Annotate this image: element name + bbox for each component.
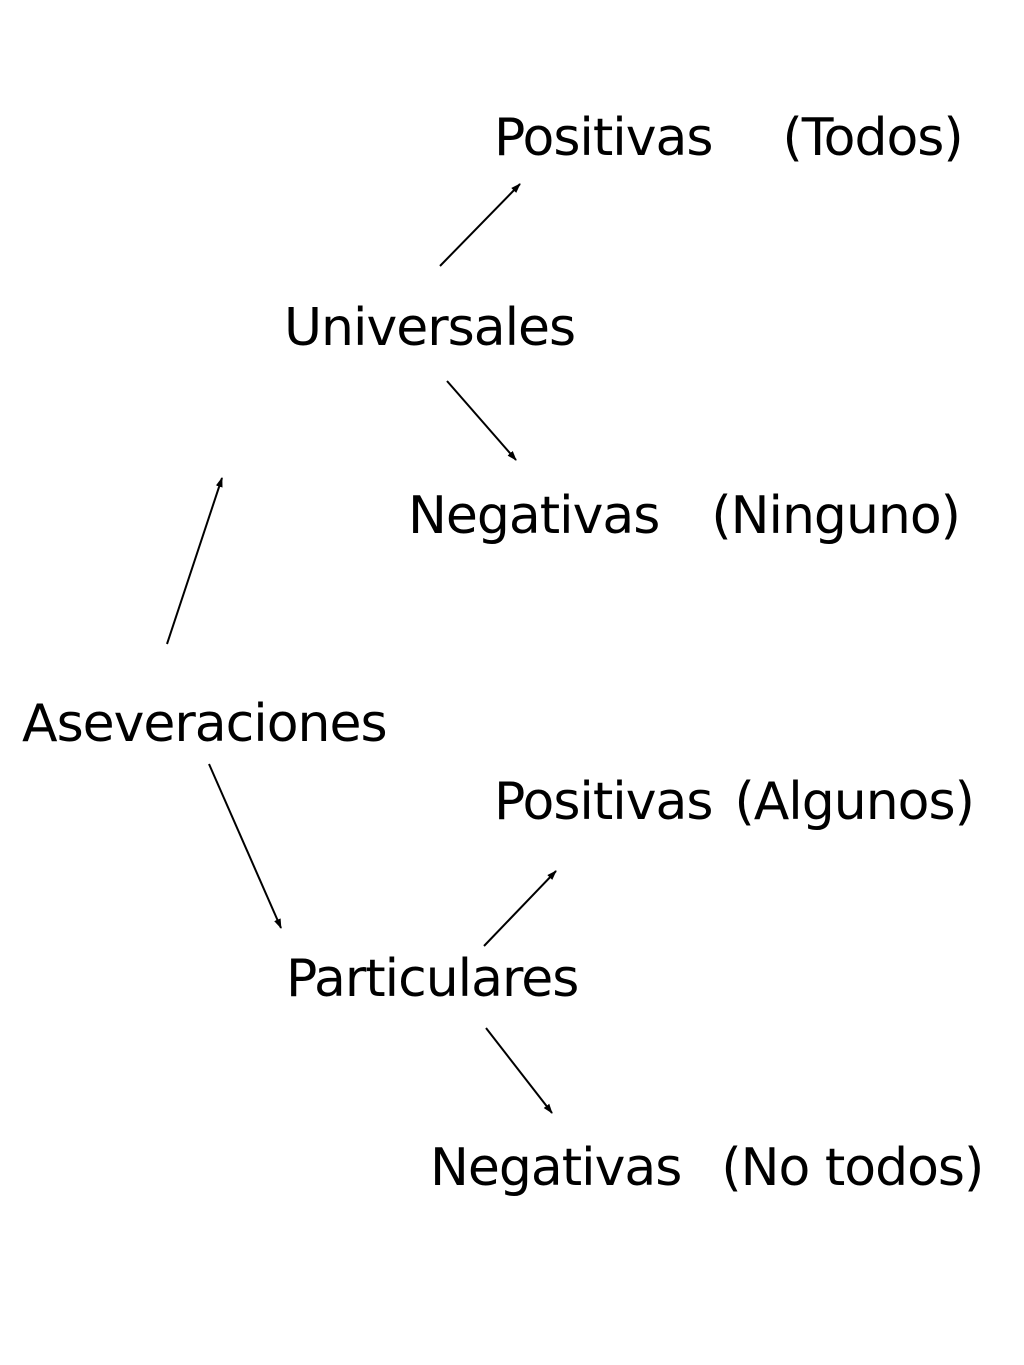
arrow-universales-to-negativas	[446, 380, 517, 461]
particular-positivas-label: Positivas	[494, 772, 713, 832]
universal-negativas-label: Negativas	[408, 486, 660, 546]
arrow-particulares-to-negativas	[485, 1027, 553, 1114]
node-particular-positivas: Positivas(Algunos)	[494, 776, 975, 828]
node-universal-positivas: Positivas(Todos)	[494, 112, 964, 164]
arrow-root-to-particulares	[208, 763, 282, 929]
particular-negativas-quantifier: (No todos)	[721, 1138, 984, 1198]
universal-positivas-quantifier: (Todos)	[782, 108, 963, 168]
particular-positivas-quantifier: (Algunos)	[734, 772, 974, 832]
root-node-aseveraciones: Aseveraciones	[22, 694, 388, 754]
node-universal-negativas: Negativas(Ninguno)	[408, 490, 961, 542]
arrow-root-to-universales	[166, 477, 223, 645]
particular-negativas-label: Negativas	[430, 1138, 682, 1198]
node-particulares: Particulares	[286, 949, 579, 1009]
universal-negativas-quantifier: (Ninguno)	[711, 486, 961, 546]
arrow-universales-to-positivas	[439, 183, 521, 267]
node-universales: Universales	[284, 298, 576, 358]
node-particular-negativas: Negativas(No todos)	[430, 1142, 984, 1194]
universal-positivas-label: Positivas	[494, 108, 713, 168]
arrow-particulares-to-positivas	[483, 870, 557, 947]
